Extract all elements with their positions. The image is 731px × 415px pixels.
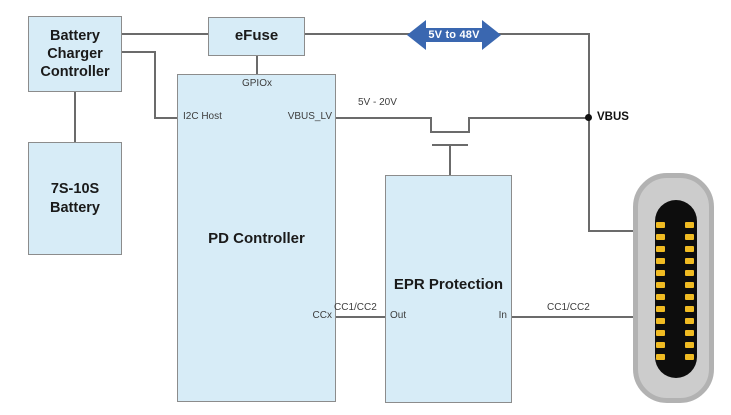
wire-ccx-to-epr [336,316,385,318]
usb-c-pin-column-left [656,222,665,360]
usb-pin [685,234,694,240]
wire-vbuslv-right [468,117,590,119]
block-epr-protection: EPR Protection [385,175,512,403]
fet-drain-leg [430,117,432,133]
wire-vbus-vertical [588,33,590,232]
usb-pin [656,306,665,312]
fet-gate-bar [432,144,468,146]
battery-charger-controller-label: Battery Charger Controller [40,27,110,81]
usb-pin [656,270,665,276]
pin-label-gpiox: GPIOx [241,78,272,89]
arrow-right-head-icon [482,20,501,50]
usb-pin [656,246,665,252]
usb-pin [685,270,694,276]
wire-epr-to-connector [512,316,635,318]
usb-pin [656,330,665,336]
wire-vbuslv-left [336,117,432,119]
pin-label-vbus-lv: VBUS_LV [287,111,332,122]
usb-pin [685,222,694,228]
block-efuse: eFuse [208,17,305,56]
usb-pin [685,306,694,312]
wire-vbus-to-connector [588,230,635,232]
usb-c-tongue [655,200,697,378]
wire-bcc-to-i2c-seg3 [154,117,177,119]
arrow-shaft [423,28,485,42]
usb-pin [685,354,694,360]
usb-pin [685,330,694,336]
pin-label-i2c-host: I2C Host [183,111,222,122]
usb-c-pin-column-right [685,222,694,360]
usb-pin [685,294,694,300]
wire-efuse-to-gpiox [256,56,258,74]
usb-pin [656,354,665,360]
usb-pin [656,222,665,228]
net-label-5v-20v: 5V - 20V [358,97,397,108]
block-battery: 7S-10S Battery [28,142,122,255]
fet-channel [430,131,470,133]
efuse-label: eFuse [234,27,279,45]
usb-pin [656,318,665,324]
usb-pin [685,282,694,288]
vbus-node-dot [585,114,592,121]
wire-bcc-to-battery [74,92,76,142]
net-label-vbus: VBUS [597,111,629,123]
pd-controller-label: PD Controller [208,230,305,247]
usb-pin [656,294,665,300]
pin-label-ccx: CCx [312,310,332,321]
usb-c-receptacle [633,173,714,403]
usb-pin [656,342,665,348]
bidirectional-arrow: 5V to 48V [407,20,501,50]
usb-pin [656,234,665,240]
block-pd-controller: PD Controller [177,74,336,402]
net-label-cc1cc2-left: CC1/CC2 [334,302,377,313]
fet-source-leg [468,117,470,133]
pin-label-epr-out: Out [390,310,407,321]
usb-pin [656,282,665,288]
usb-pin [685,342,694,348]
arrow-left-head-icon [407,20,426,50]
epr-protection-label: EPR Protection [393,276,504,293]
net-label-cc1cc2-right: CC1/CC2 [547,302,590,313]
wire-bcc-to-i2c-seg1 [122,51,156,53]
usb-pin [685,246,694,252]
usb-pin [685,318,694,324]
wire-bcc-to-efuse [122,33,208,35]
battery-label: 7S-10S Battery [50,181,100,216]
block-battery-charger-controller: Battery Charger Controller [28,16,122,92]
pin-label-epr-in: In [498,310,507,321]
fet-gate-stem [449,146,451,175]
usb-pin [656,258,665,264]
usb-pin [685,258,694,264]
arrow-range-label: 5V to 48V [428,29,480,41]
wire-bcc-to-i2c-seg2 [154,51,156,119]
